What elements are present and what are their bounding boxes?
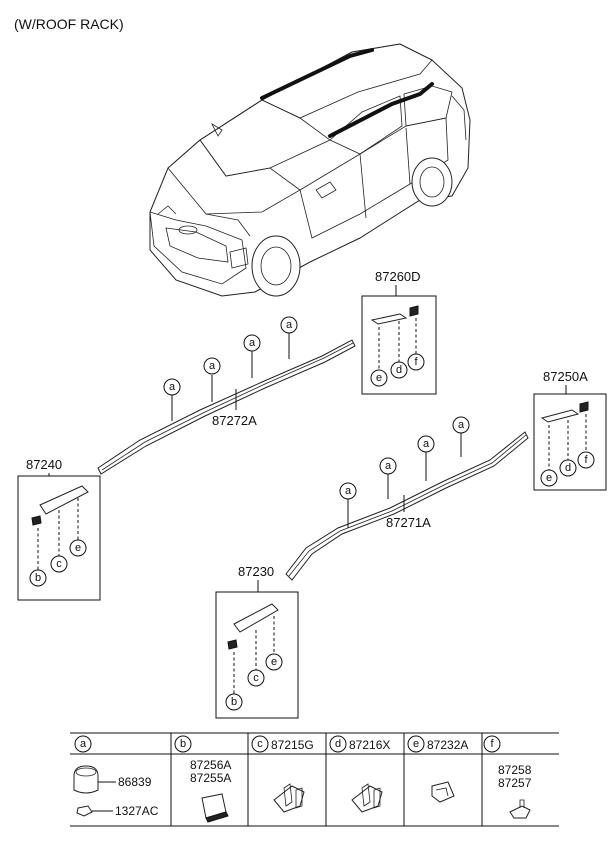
svg-text:a: a — [345, 485, 352, 497]
cap-icon — [73, 765, 99, 794]
callout-a-rail2-4: a — [452, 416, 470, 434]
callout-e-87240: e — [69, 539, 87, 557]
legend-cell-d — [351, 783, 383, 813]
callout-f-87260D: f — [407, 353, 425, 371]
box-87250A — [533, 393, 607, 491]
svg-text:b: b — [180, 738, 186, 750]
legend-f-line2: 87257 — [498, 776, 532, 790]
svg-text:c: c — [56, 558, 62, 570]
svg-text:e: e — [413, 738, 419, 750]
svg-text:a: a — [286, 319, 293, 331]
legend-b-line2: 87255A — [190, 771, 231, 785]
callout-b-87240: b — [29, 569, 47, 587]
svg-text:a: a — [80, 738, 87, 750]
svg-text:d: d — [335, 738, 341, 750]
legend-cell-a: 86839 1327AC — [73, 765, 159, 818]
legend-cell-b: 87256A 87255A — [190, 758, 231, 823]
callout-c-87240: c — [50, 555, 68, 573]
svg-text:a: a — [458, 419, 465, 431]
legend-cell-f: 87258 87257 — [498, 763, 532, 819]
legend-f-line1: 87258 — [498, 763, 532, 777]
svg-text:f: f — [414, 356, 418, 368]
callout-a-rail1-1: a — [163, 378, 181, 396]
callout-a-rail2-2: a — [379, 457, 397, 475]
bracket-d-icon — [351, 785, 383, 813]
svg-text:f: f — [490, 738, 494, 750]
callout-a-rail2-3: a — [417, 435, 435, 453]
svg-text:f: f — [584, 454, 588, 466]
part-label-87271A: 87271A — [386, 515, 431, 530]
svg-text:e: e — [75, 542, 81, 554]
svg-text:e: e — [546, 472, 552, 484]
callout-e-87250A: e — [540, 469, 558, 487]
legend-a-bottom-part: 1327AC — [115, 804, 159, 818]
legend-part-c: 87215G — [271, 738, 314, 752]
box-87240 — [17, 475, 101, 601]
part-label-87250A: 87250A — [543, 369, 588, 384]
variant-label: (W/ROOF RACK) — [14, 16, 124, 32]
callout-f-87250A: f — [577, 451, 595, 469]
part-label-87230: 87230 — [238, 564, 274, 579]
legend-header-c: c 87215G — [251, 735, 314, 753]
callout-c-87230: c — [247, 669, 265, 687]
nut-icon — [76, 805, 93, 817]
svg-text:a: a — [385, 460, 392, 472]
legend-b-line1: 87256A — [190, 758, 231, 772]
bracket-c-icon — [273, 785, 305, 813]
callout-d-87250A: d — [559, 459, 577, 477]
callout-a-rail2-1: a — [339, 482, 357, 500]
legend-table: a b c 87215G d 87216X e 87232A f 86839 1… — [70, 732, 559, 827]
svg-text:a: a — [209, 360, 216, 372]
legend-cell-e — [431, 781, 455, 803]
pad-icon — [431, 781, 455, 803]
svg-text:a: a — [169, 381, 176, 393]
part-label-87272A: 87272A — [212, 413, 257, 428]
box-87230 — [215, 591, 299, 719]
callout-a-rail1-4: a — [280, 316, 298, 334]
svg-text:a: a — [249, 337, 256, 349]
legend-part-e: 87232A — [427, 738, 468, 752]
svg-text:b: b — [35, 572, 41, 584]
svg-text:b: b — [231, 696, 237, 708]
callout-e-87230: e — [265, 653, 283, 671]
legend-cell-c — [273, 783, 305, 813]
svg-text:e: e — [376, 372, 382, 384]
svg-text:e: e — [271, 656, 277, 668]
legend-header-d: d 87216X — [329, 735, 390, 753]
svg-text:d: d — [396, 364, 402, 376]
roof-rail-87272A — [97, 333, 356, 475]
svg-text:c: c — [257, 738, 263, 750]
callout-e-87260D: e — [370, 369, 388, 387]
callout-d-87260D: d — [390, 361, 408, 379]
svg-text:a: a — [423, 438, 430, 450]
part-label-87260D: 87260D — [375, 269, 421, 284]
callout-a-rail1-3: a — [243, 334, 261, 352]
roof-rail-87271A — [285, 431, 529, 581]
box-87260D — [361, 295, 437, 395]
svg-text:d: d — [565, 462, 571, 474]
legend-header-b: b — [174, 735, 192, 753]
callout-b-87230: b — [225, 693, 243, 711]
vehicle-illustration — [149, 43, 471, 297]
legend-header-e: e 87232A — [407, 735, 468, 753]
legend-header-a: a — [74, 735, 92, 753]
legend-part-d: 87216X — [349, 738, 390, 752]
legend-a-top-part: 86839 — [118, 775, 152, 789]
part-label-87240: 87240 — [26, 457, 62, 472]
svg-text:c: c — [253, 672, 259, 684]
legend-header-f: f — [483, 735, 501, 753]
callout-a-rail1-2: a — [203, 357, 221, 375]
